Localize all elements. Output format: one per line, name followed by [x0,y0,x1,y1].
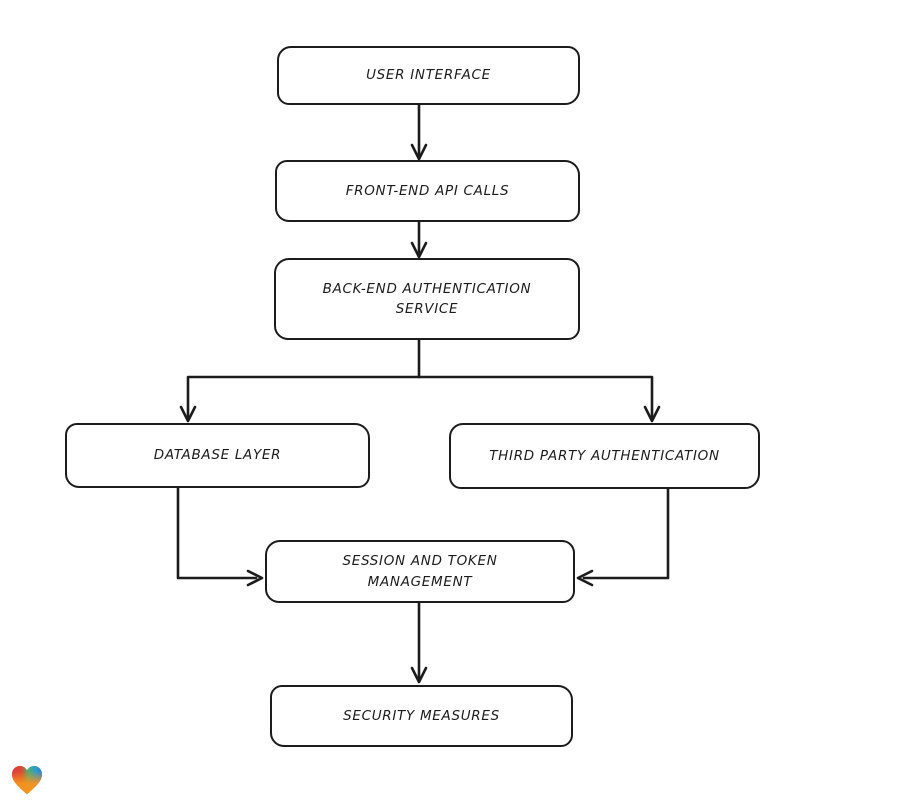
heart-gradient-icon [11,765,43,795]
node-database-layer: DATABASE LAYER [65,423,370,488]
arrowhead-down-icon [410,666,428,684]
arrowhead-down-icon [410,241,428,259]
arrowhead-down-icon [179,405,197,423]
node-label: THIRD PARTY AUTHENTICATION [489,447,720,464]
edge-back-end-authentication-service-to-third-party-authentication [417,375,661,423]
arrowhead-left-icon [576,569,594,587]
node-back-end-authentication-service: BACK-END AUTHENTICATION SERVICE [274,258,580,340]
edge-user-interface-to-front-end-api-calls [410,103,428,161]
arrowhead-down-icon [643,405,661,423]
node-label: BACK-END AUTHENTICATION SERVICE [322,280,532,317]
node-label: DATABASE LAYER [153,447,282,464]
arrowhead-down-icon [410,143,428,161]
node-label: USER INTERFACE [366,67,491,84]
node-session-and-token-management: SESSION AND TOKEN MANAGEMENT [265,540,575,603]
node-security-measures: SECURITY MEASURES [270,685,573,747]
node-label: SECURITY MEASURES [343,707,500,724]
node-label: SESSION AND TOKEN MANAGEMENT [342,553,498,590]
node-third-party-authentication: THIRD PARTY AUTHENTICATION [449,423,760,489]
edge-database-layer-to-session-and-token-management [176,486,264,587]
edge-third-party-authentication-to-session-and-token-management [576,487,670,587]
node-user-interface: USER INTERFACE [277,46,580,105]
edge-session-and-token-management-to-security-measures [410,601,428,684]
edge-front-end-api-calls-to-back-end-authentication-service [410,220,428,259]
node-label: FRONT-END API CALLS [345,182,510,199]
node-front-end-api-calls: FRONT-END API CALLS [275,160,580,222]
arrowhead-right-icon [246,569,264,587]
edge-back-end-authentication-service-to-database-layer [179,338,421,423]
